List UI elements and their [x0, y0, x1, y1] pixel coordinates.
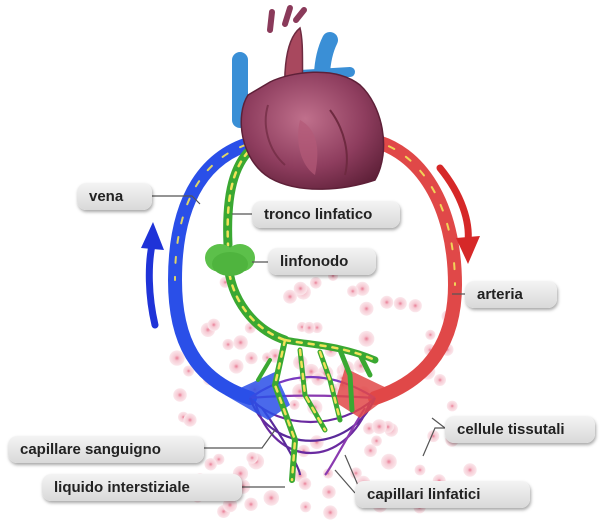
tissue-cell — [425, 330, 435, 340]
label-arteria: arteria — [465, 281, 557, 308]
tissue-cell — [381, 454, 397, 470]
tissue-cell — [245, 352, 257, 364]
tissue-cell — [447, 401, 458, 412]
tissue-cell — [463, 463, 476, 476]
tissue-cell — [409, 299, 422, 312]
tissue-cell — [380, 296, 393, 309]
tissue-cell — [289, 400, 299, 410]
vein-direction-arrow — [141, 222, 164, 325]
tissue-cell — [434, 374, 446, 386]
tissue-cell — [173, 388, 187, 402]
lymph-node — [205, 244, 255, 276]
label-linfonodo: linfonodo — [268, 248, 376, 275]
tissue-cell — [264, 490, 280, 506]
label-capillare-sanguigno: capillare sanguigno — [8, 436, 204, 463]
tissue-cell — [360, 302, 374, 316]
label-tronco-linfatico: tronco linfatico — [252, 201, 400, 228]
label-liquido-interstiziale: liquido interstiziale — [42, 474, 242, 501]
tissue-cell — [364, 444, 377, 457]
artery-vessel — [370, 140, 455, 398]
tissue-cell — [347, 286, 358, 297]
tissue-cell — [233, 335, 247, 349]
artery-capillary-fan — [335, 368, 395, 418]
heart — [240, 8, 384, 189]
tissue-cell — [229, 359, 243, 373]
tissue-cell — [223, 339, 234, 350]
tissue-cell — [183, 413, 196, 426]
label-cellule-tissutali: cellule tissutali — [445, 416, 595, 443]
tissue-cell — [299, 478, 311, 490]
tissue-cell — [350, 467, 362, 479]
tissue-cell — [394, 297, 407, 310]
tissue-cell — [359, 331, 375, 347]
tissue-cell — [294, 282, 308, 296]
tissue-cell — [246, 452, 258, 464]
tissue-cell — [300, 501, 311, 512]
label-capillari-linfatici: capillari linfatici — [355, 481, 530, 508]
tissue-cell — [310, 435, 324, 449]
tissue-cell — [371, 436, 382, 447]
tissue-cell — [323, 505, 337, 519]
tissue-cell — [169, 350, 184, 365]
tissue-cell — [372, 419, 387, 434]
tissue-cell — [303, 322, 315, 334]
tissue-cell — [322, 485, 336, 499]
tissue-cell — [415, 465, 426, 476]
tissue-cell — [205, 458, 217, 470]
label-vena: vena — [77, 183, 152, 210]
tissue-cell — [208, 319, 220, 331]
tissue-cell — [310, 277, 322, 289]
tissue-cell — [244, 498, 257, 511]
